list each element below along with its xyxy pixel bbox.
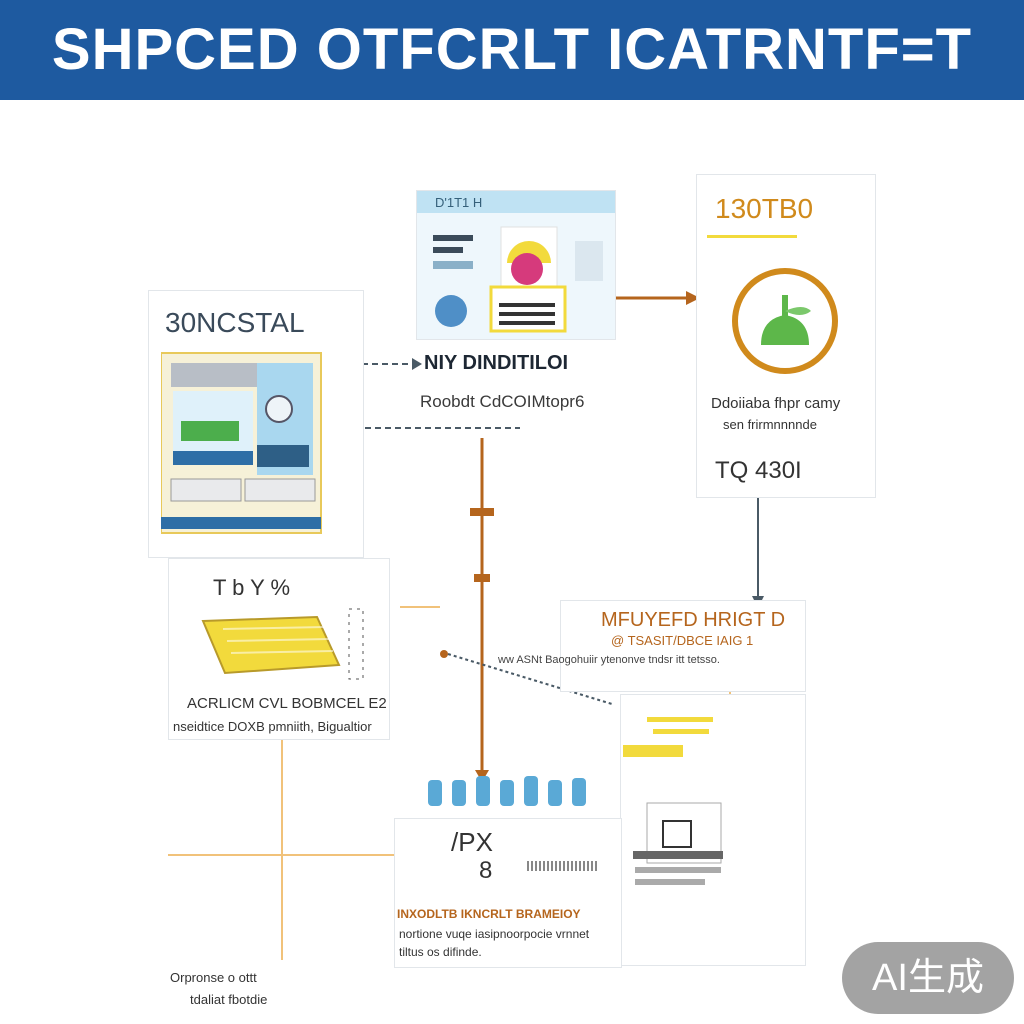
node-right-middle-subtitle: @ TSASIT/DBCE IAIG 1 — [611, 633, 754, 648]
node-right-top-desc-1: Ddoiiaba fhpr camy — [711, 395, 841, 412]
node-bottom-center-caption-1: INXODLTB IKNCRLT BRAMEIOY — [397, 907, 581, 921]
arrowhead-center-to-right — [686, 291, 700, 305]
document-icon — [623, 717, 723, 885]
node-center-top: D'1T1 H — [416, 190, 616, 340]
node-left-middle-axis: T b Y % — [213, 575, 291, 600]
junction-1 — [470, 508, 494, 516]
node-right-top-title: 130TB0 — [715, 193, 814, 224]
node-bottom-center-caption-2: nortione vuqe iasipnoorpocie vrnnet — [399, 927, 590, 941]
bottom-left-text-2: tdaliat fbotdie — [190, 992, 268, 1007]
node-left-top: 30NCSTAL — [148, 290, 364, 558]
node-right-middle-title: MFUYEFD HRIGT D — [601, 609, 786, 631]
junction-2 — [474, 574, 490, 582]
node-center-top-label: D'1T1 H — [435, 195, 483, 210]
connector-dotted-diagonal — [447, 653, 613, 705]
node-left-middle-caption-2: nseidtice DOXB pmniith, Bigualtior — [173, 719, 372, 734]
document-card — [620, 694, 806, 966]
dashboard-icon — [433, 226, 603, 333]
node-left-middle-caption-1: ACRLICM CVL BOBMCEL E2 — [187, 695, 387, 712]
people-icon — [428, 776, 586, 806]
node-center-top-title: NIY DINDITILOI — [424, 352, 569, 374]
node-bottom-center-digit: 8 — [479, 857, 493, 884]
node-bottom-center: /PX 8 INXODLTB IKNCRLT BRAMEIOY nortione… — [394, 818, 622, 968]
node-bottom-center-symbol: /PX — [451, 827, 493, 857]
node-right-middle-note: ww ASNt Baogohuiir ytenonve tndsr itt te… — [498, 654, 720, 666]
node-right-middle: MFUYEFD HRIGT D @ TSASIT/DBCE IAIG 1 — [560, 600, 806, 692]
node-left-middle: T b Y % ACRLICM CVL BOBMCEL E2 nseidtice… — [168, 558, 390, 740]
arrowhead-left-to-center-1 — [412, 358, 422, 370]
server-icon — [201, 608, 364, 680]
node-bottom-center-caption-3: tiltus os difinde. — [399, 945, 482, 959]
bottom-left-text-1: Orpronse o ottt — [170, 970, 257, 985]
plant-icon — [732, 268, 838, 374]
ai-generated-badge: AI生成 — [842, 942, 1014, 1014]
node-right-top: 130TB0 Ddoiiaba fhpr camy sen frirmnnnnd… — [696, 174, 876, 498]
page-title: SHPCED OTFCRLT ICATRNTF=T — [51, 17, 973, 82]
node-left-top-title: 30NCSTAL — [165, 307, 305, 338]
header-bar — [0, 0, 1024, 100]
node-center-top-subtitle: Roobdt CdCOIMtopr6 — [420, 392, 585, 411]
node-right-top-code: TQ 430I — [715, 457, 802, 484]
connector-dot — [440, 650, 448, 658]
factory-icon — [161, 352, 322, 534]
node-right-top-desc-2: sen frirmnnnnde — [723, 417, 817, 432]
